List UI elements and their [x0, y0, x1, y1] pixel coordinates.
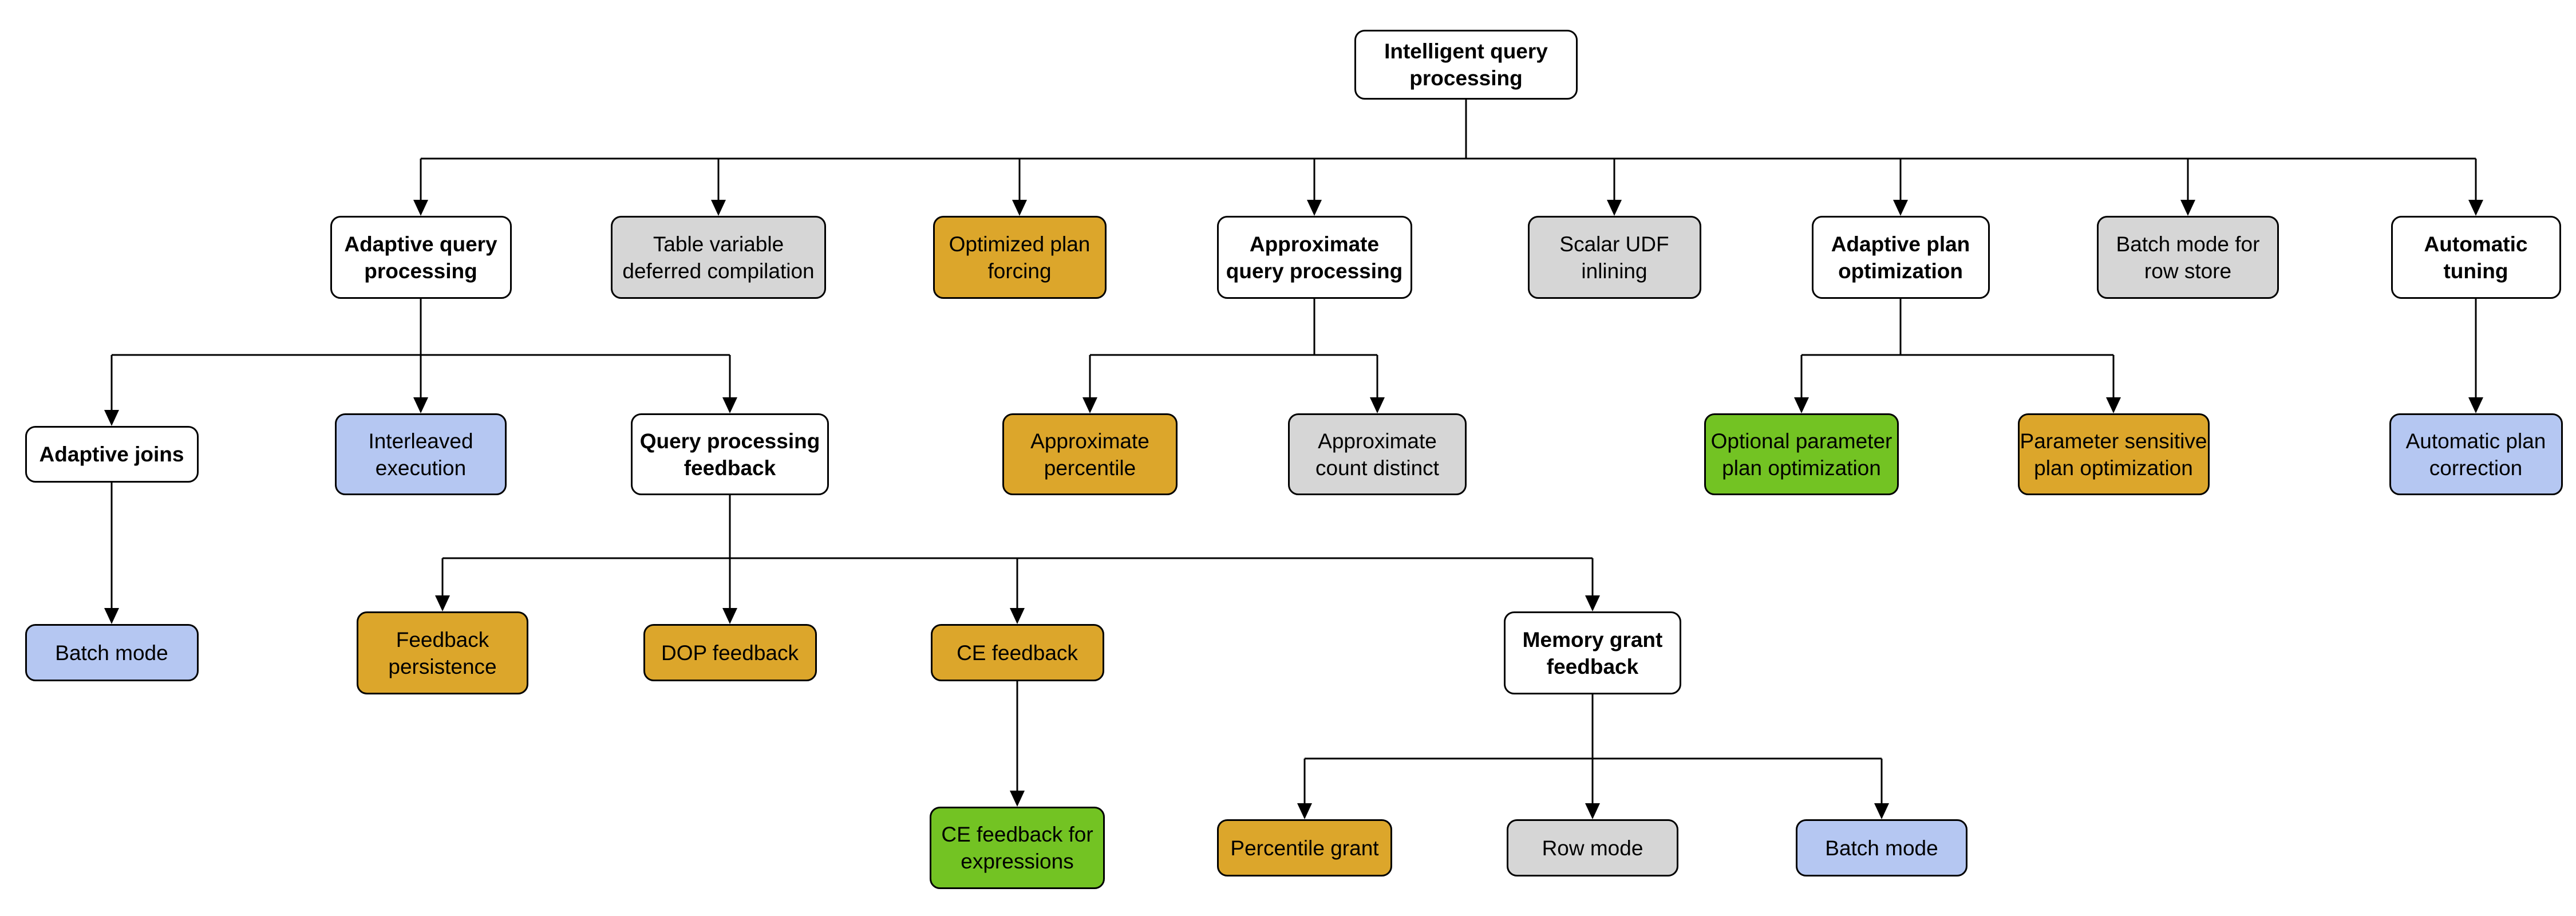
arrowhead-icon	[413, 200, 428, 216]
node-table-variable-deferred-compilation: Table variable deferred compilation	[611, 216, 826, 299]
node-label-line: Approximate	[1318, 429, 1437, 453]
arrowhead-icon	[722, 397, 737, 413]
node-approximate-count-distinct: Approximate count distinct	[1288, 413, 1467, 495]
node-label-line: tuning	[2443, 259, 2508, 283]
node-batch-mode-for-row-store: Batch mode for row store	[2097, 216, 2279, 299]
node-label-line: Table variable	[653, 232, 784, 256]
node-label-line: Intelligent query	[1384, 40, 1548, 63]
node-label-line: Approximate	[1249, 232, 1380, 256]
arrowhead-icon	[1010, 791, 1025, 807]
node-automatic-tuning: Automatic tuning	[2391, 216, 2561, 299]
arrowhead-icon	[711, 200, 726, 216]
node-label-line: Query processing	[639, 429, 820, 453]
node-label-line: Batch mode	[55, 641, 168, 665]
node-batch-mode-adaptive-joins: Batch mode	[25, 624, 199, 681]
arrowhead-icon	[1010, 608, 1025, 624]
node-label-line: feedback	[1546, 654, 1639, 678]
node-label-line: Percentile grant	[1230, 836, 1379, 860]
node-label-line: CE feedback for	[941, 823, 1093, 846]
node-automatic-plan-correction: Automatic plan correction	[2389, 413, 2563, 495]
node-label-line: Row mode	[1542, 836, 1643, 860]
node-label-line: Automatic	[2424, 232, 2528, 256]
node-label-line: persistence	[388, 654, 497, 678]
arrowhead-icon	[1082, 397, 1097, 413]
arrowhead-icon	[413, 397, 428, 413]
arrowhead-icon	[104, 410, 119, 426]
node-label-line: Adaptive query	[344, 232, 497, 256]
node-label-line: count distinct	[1315, 456, 1439, 480]
node-parameter-sensitive-plan-optimization: Parameter sensitive plan optimization	[2017, 413, 2210, 495]
node-label-line: Optimized plan	[949, 232, 1091, 256]
node-ce-feedback: CE feedback	[930, 624, 1104, 681]
arrowhead-icon	[104, 608, 119, 624]
node-label-line: feedback	[683, 456, 776, 480]
node-adaptive-joins: Adaptive joins	[25, 426, 199, 483]
arrowhead-icon	[1012, 200, 1027, 216]
node-label-line: row store	[2144, 259, 2232, 283]
arrowhead-icon	[1585, 595, 1600, 611]
node-label-line: Feedback	[396, 627, 489, 652]
node-label-line: Batch mode for	[2116, 232, 2260, 256]
node-label-line: Scalar UDF	[1559, 232, 1669, 256]
node-intelligent-query-processing: Intelligent query processing	[1354, 30, 1578, 100]
node-label-line: Adaptive joins	[39, 443, 184, 466]
node-label-line: Interleaved	[368, 429, 473, 453]
node-batch-mode-memory-grant: Batch mode	[1796, 819, 1967, 876]
node-percentile-grant: Percentile grant	[1217, 819, 1392, 876]
arrowhead-icon	[2468, 200, 2483, 216]
arrowhead-icon	[1874, 803, 1889, 819]
node-label-line: plan optimization	[1722, 456, 1881, 480]
node-scalar-udf-inlining: Scalar UDF inlining	[1527, 216, 1701, 299]
arrowhead-icon	[1794, 397, 1809, 413]
node-label-line: Approximate	[1030, 429, 1149, 453]
node-label-line: query processing	[1226, 259, 1403, 283]
node-approximate-percentile: Approximate percentile	[1002, 413, 1178, 495]
arrowhead-icon	[1893, 200, 1908, 216]
node-label-line: expressions	[961, 850, 1074, 873]
node-label-line: processing	[1409, 66, 1523, 90]
node-adaptive-plan-optimization: Adaptive plan optimization	[1811, 216, 1990, 299]
arrowhead-icon	[722, 608, 737, 624]
node-label-line: Automatic plan	[2405, 429, 2546, 453]
node-ce-feedback-for-expressions: CE feedback for expressions	[930, 807, 1105, 889]
node-label-line: processing	[364, 259, 477, 283]
arrowhead-icon	[1307, 200, 1322, 216]
node-approximate-query-processing: Approximate query processing	[1216, 216, 1412, 299]
node-label-line: percentile	[1044, 456, 1136, 480]
node-adaptive-query-processing: Adaptive query processing	[330, 216, 512, 299]
arrowhead-icon	[2106, 397, 2121, 413]
arrowhead-icon	[1585, 803, 1600, 819]
arrowhead-icon	[1297, 803, 1312, 819]
arrowhead-icon	[1370, 397, 1385, 413]
node-label-line: forcing	[987, 259, 1052, 283]
arrowhead-icon	[435, 595, 450, 611]
node-label-line: plan optimization	[2034, 456, 2193, 480]
arrowhead-icon	[2180, 200, 2195, 216]
node-label-line: DOP feedback	[661, 641, 799, 665]
node-optional-parameter-plan-optimization: Optional parameter plan optimization	[1704, 413, 1899, 495]
node-query-processing-feedback: Query processing feedback	[631, 413, 829, 495]
arrowhead-icon	[2468, 397, 2483, 413]
node-label-line: inlining	[1581, 259, 1647, 283]
node-label-line: optimization	[1838, 259, 1963, 283]
node-label-line: Parameter sensitive	[2020, 429, 2207, 453]
node-label-line: CE feedback	[957, 641, 1078, 665]
node-label-line: deferred compilation	[622, 259, 815, 283]
node-label-line: Optional parameter	[1710, 429, 1893, 453]
node-label-line: execution	[375, 456, 467, 480]
node-optimized-plan-forcing: Optimized plan forcing	[933, 216, 1107, 299]
node-row-mode: Row mode	[1507, 819, 1678, 876]
node-label-line: Memory grant	[1522, 627, 1663, 652]
arrowhead-icon	[1607, 200, 1622, 216]
node-interleaved-execution: Interleaved execution	[335, 413, 507, 495]
node-label-line: Adaptive plan	[1831, 232, 1970, 256]
node-label-line: Batch mode	[1825, 836, 1938, 860]
node-dop-feedback: DOP feedback	[643, 624, 817, 681]
node-label-line: correction	[2429, 456, 2523, 480]
